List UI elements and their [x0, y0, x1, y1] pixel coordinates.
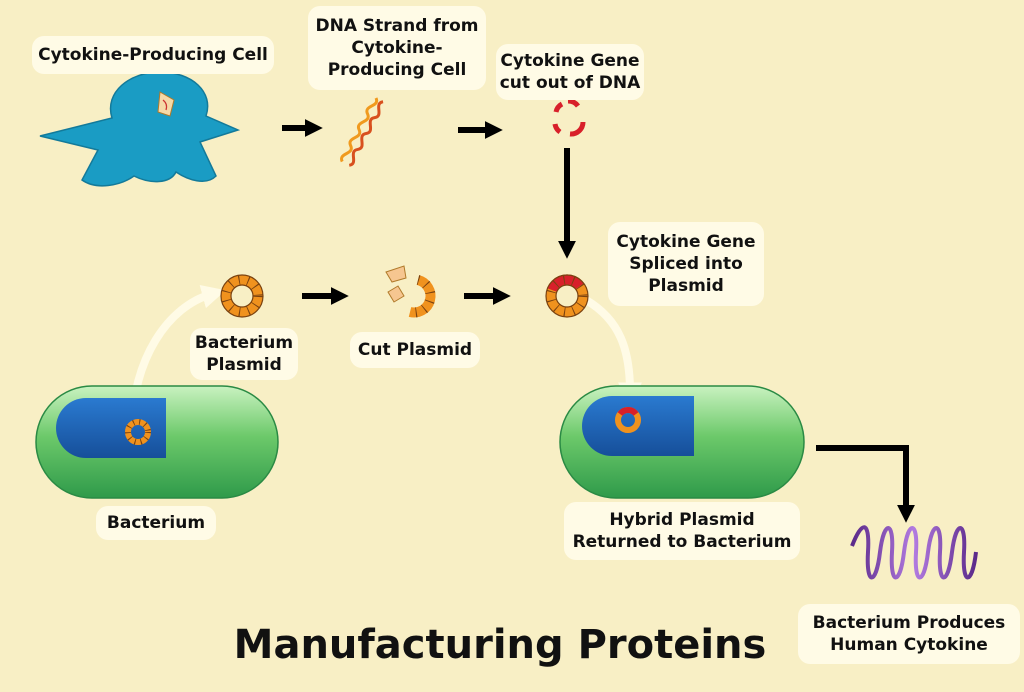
- label-bacterium: Bacterium: [96, 506, 216, 540]
- label-cut-plasmid: Cut Plasmid: [350, 332, 480, 368]
- label-line: Bacterium Produces: [812, 613, 1006, 633]
- label-bacterium-plasmid: Bacterium Plasmid: [190, 328, 298, 380]
- label-line: DNA Strand from: [315, 16, 479, 36]
- label-gene-spliced: Cytokine Gene Spliced into Plasmid: [608, 222, 764, 306]
- label-line: Spliced into: [629, 254, 743, 274]
- label-line: cut out of DNA: [499, 73, 641, 93]
- label-line: Producing Cell: [327, 60, 467, 80]
- bacterium-plasmid-icon: [220, 274, 264, 318]
- label-line: Hybrid Plasmid: [609, 510, 755, 530]
- cut-gene-fragments-icon: [552, 98, 586, 137]
- label-line: Human Cytokine: [830, 635, 988, 655]
- label-gene-cut: Cytokine Gene cut out of DNA: [496, 44, 644, 100]
- hybrid-plasmid-icon: [545, 274, 589, 318]
- bacterium-icon: [35, 385, 279, 499]
- label-line: Bacterium: [106, 513, 206, 533]
- label-line: Returned to Bacterium: [572, 532, 792, 552]
- cytokine-producing-cell: [39, 71, 241, 187]
- label-dna-strand: DNA Strand from Cytokine- Producing Cell: [308, 6, 486, 90]
- hybrid-bacterium-icon: [559, 385, 805, 499]
- label-line: Cytokine-: [351, 38, 443, 58]
- label-line: Plasmid: [648, 276, 724, 296]
- label-line: Cytokine-Producing Cell: [38, 45, 268, 65]
- label-hybrid-returned: Hybrid Plasmid Returned to Bacterium: [564, 502, 800, 560]
- label-line: Cytokine Gene: [616, 232, 756, 252]
- process-arrows: [282, 119, 915, 523]
- label-produces-cytokine: Bacterium Produces Human Cytokine: [798, 604, 1020, 664]
- cut-plasmid-icon: [385, 265, 436, 318]
- label-line: Cytokine Gene: [500, 51, 640, 71]
- label-line: Cut Plasmid: [357, 340, 473, 360]
- dna-strand-icon: [340, 97, 384, 167]
- label-cytokine-producing-cell: Cytokine-Producing Cell: [32, 36, 274, 74]
- label-line: Plasmid: [206, 355, 282, 375]
- diagram-title: Manufacturing Proteins: [233, 622, 767, 668]
- human-cytokine-protein-icon: [850, 525, 978, 580]
- label-line: Bacterium: [194, 333, 294, 353]
